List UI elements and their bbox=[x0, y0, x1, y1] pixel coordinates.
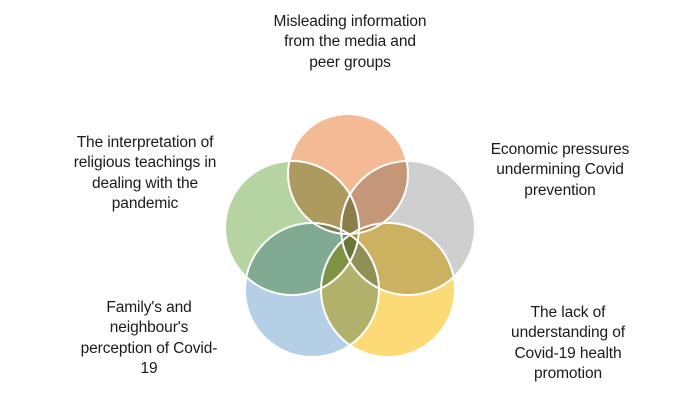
venn-circle-lack-of-understanding bbox=[321, 223, 455, 357]
venn-circle-outlines bbox=[224, 113, 476, 358]
venn-label-family-neighbour-perception: Family's and neighbour's perception of C… bbox=[80, 299, 218, 378]
venn-outline-lack-of-understanding bbox=[320, 222, 456, 358]
venn-label-misleading-information: Misleading information from the media an… bbox=[273, 13, 427, 71]
venn-label-economic-pressures: Economic pressures undermining Covid pre… bbox=[490, 141, 630, 199]
venn-outline-family-neighbour-perception bbox=[244, 222, 380, 358]
venn-outline-economic-pressures bbox=[340, 160, 476, 296]
venn-label-lack-of-understanding: The lack of understanding of Covid-19 he… bbox=[511, 304, 625, 383]
venn-label-religious-teachings: The interpretation of religious teaching… bbox=[73, 134, 217, 213]
venn-circle-fills bbox=[225, 114, 475, 357]
venn-outline-religious-teachings bbox=[224, 160, 360, 296]
